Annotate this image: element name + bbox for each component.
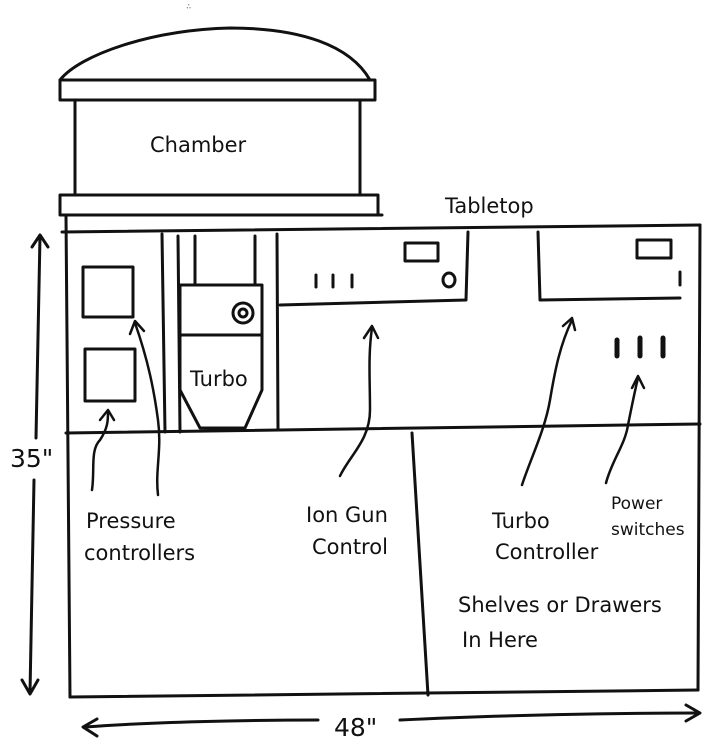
chamber-shape [58, 26, 380, 217]
arrow-pressure-top [133, 321, 161, 497]
pressure-controller-box-top [81, 265, 135, 319]
power-switch-group [614, 335, 666, 359]
ion-gun-label-line2: Control [312, 535, 388, 559]
cabinet-floor [68, 688, 700, 699]
turbo-controller-label-line1: Turbo [492, 509, 550, 533]
arrow-power-switches [604, 376, 640, 485]
power-switches-label-line2: switches [611, 520, 685, 540]
height-dimension-label: 35" [10, 444, 54, 473]
ion-panel-display [403, 241, 440, 263]
pressure-controller-panel [81, 232, 167, 434]
chamber-label: Chamber [150, 133, 247, 157]
arrow-ion-gun [338, 326, 374, 478]
table-frame [60, 213, 702, 699]
turbo-panel-display [635, 238, 673, 260]
width-dimension-line [83, 718, 320, 729]
turbo-controller-label-line2: Controller [495, 540, 599, 564]
shelves-label-line1: Shelves or Drawers [458, 593, 662, 617]
turbo-fan-icon [231, 301, 255, 325]
ion-panel-knob-icon [441, 271, 457, 289]
tabletop-edge [60, 223, 702, 234]
width-dimension-label: 48" [334, 713, 378, 742]
shelves-label-line2: In Here [462, 628, 538, 652]
callout-arrows [90, 316, 646, 497]
pressure-controller-box-bottom [83, 347, 137, 403]
cabinet-divider [410, 431, 430, 697]
tabletop-label: Tabletop [445, 194, 534, 218]
arrow-turbo-controller [520, 318, 574, 487]
pressure-controllers-label-line2: controllers [84, 541, 196, 565]
cabinet-left-wall [64, 214, 72, 699]
cabinet-right-wall [696, 223, 702, 692]
ion-gun-label-line1: Ion Gun [306, 503, 388, 527]
chamber-dome [58, 26, 372, 82]
turbo-controller-panel [536, 230, 682, 302]
height-dimension-line [34, 234, 42, 440]
turbo-pump-shape [176, 232, 280, 434]
pressure-controllers-label-line1: Pressure [86, 509, 176, 533]
chamber-top-flange [58, 78, 377, 102]
turbo-label: Turbo [190, 367, 248, 391]
dimension-arrows [20, 233, 702, 738]
cabinet-mid-shelf [64, 422, 702, 435]
chamber-bottom-flange [58, 193, 380, 217]
ion-gun-panel [278, 230, 470, 307]
arrow-pressure-bottom [90, 410, 110, 492]
power-switches-label-line1: Power [611, 494, 663, 514]
faint-mark: ∴ [186, 2, 192, 12]
